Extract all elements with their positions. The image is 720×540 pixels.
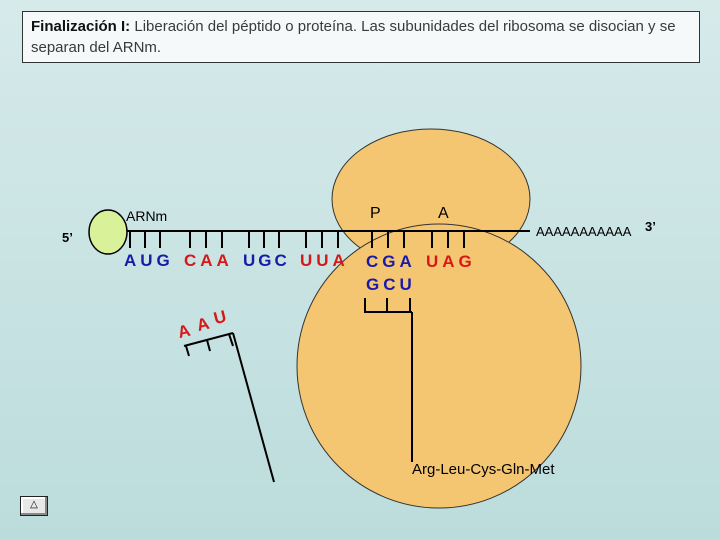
three-prime-label: 3’: [645, 219, 656, 234]
codon-6: UAG: [426, 252, 476, 271]
five-prime-label: 5’: [62, 230, 73, 245]
codon-5: CGA: [366, 252, 416, 271]
poly-a-tail: AAAAAAAAAAA: [536, 224, 632, 239]
codon-2: CAA: [184, 251, 233, 270]
codon-1: AUG: [124, 251, 174, 270]
back-nav-button[interactable]: △: [20, 496, 48, 516]
anticodon-in-ribosome: GCU: [366, 275, 416, 294]
mrna-label: ARNm: [126, 208, 167, 224]
released-anticodon-letter-1: A: [176, 321, 193, 342]
site-a-label: A: [438, 205, 449, 222]
five-prime-cap: [89, 210, 127, 254]
codon-3: UGC: [243, 251, 290, 270]
codon-4: UUA: [300, 251, 349, 270]
triangle-up-icon: △: [30, 499, 38, 510]
released-anticodon-letter-3: U: [212, 307, 229, 328]
peptide-label: Arg-Leu-Cys-Gln-Met: [412, 461, 555, 478]
released-anticodon-letter-2: A: [195, 314, 212, 335]
site-p-label: P: [370, 205, 381, 222]
released-trna: [184, 333, 274, 482]
